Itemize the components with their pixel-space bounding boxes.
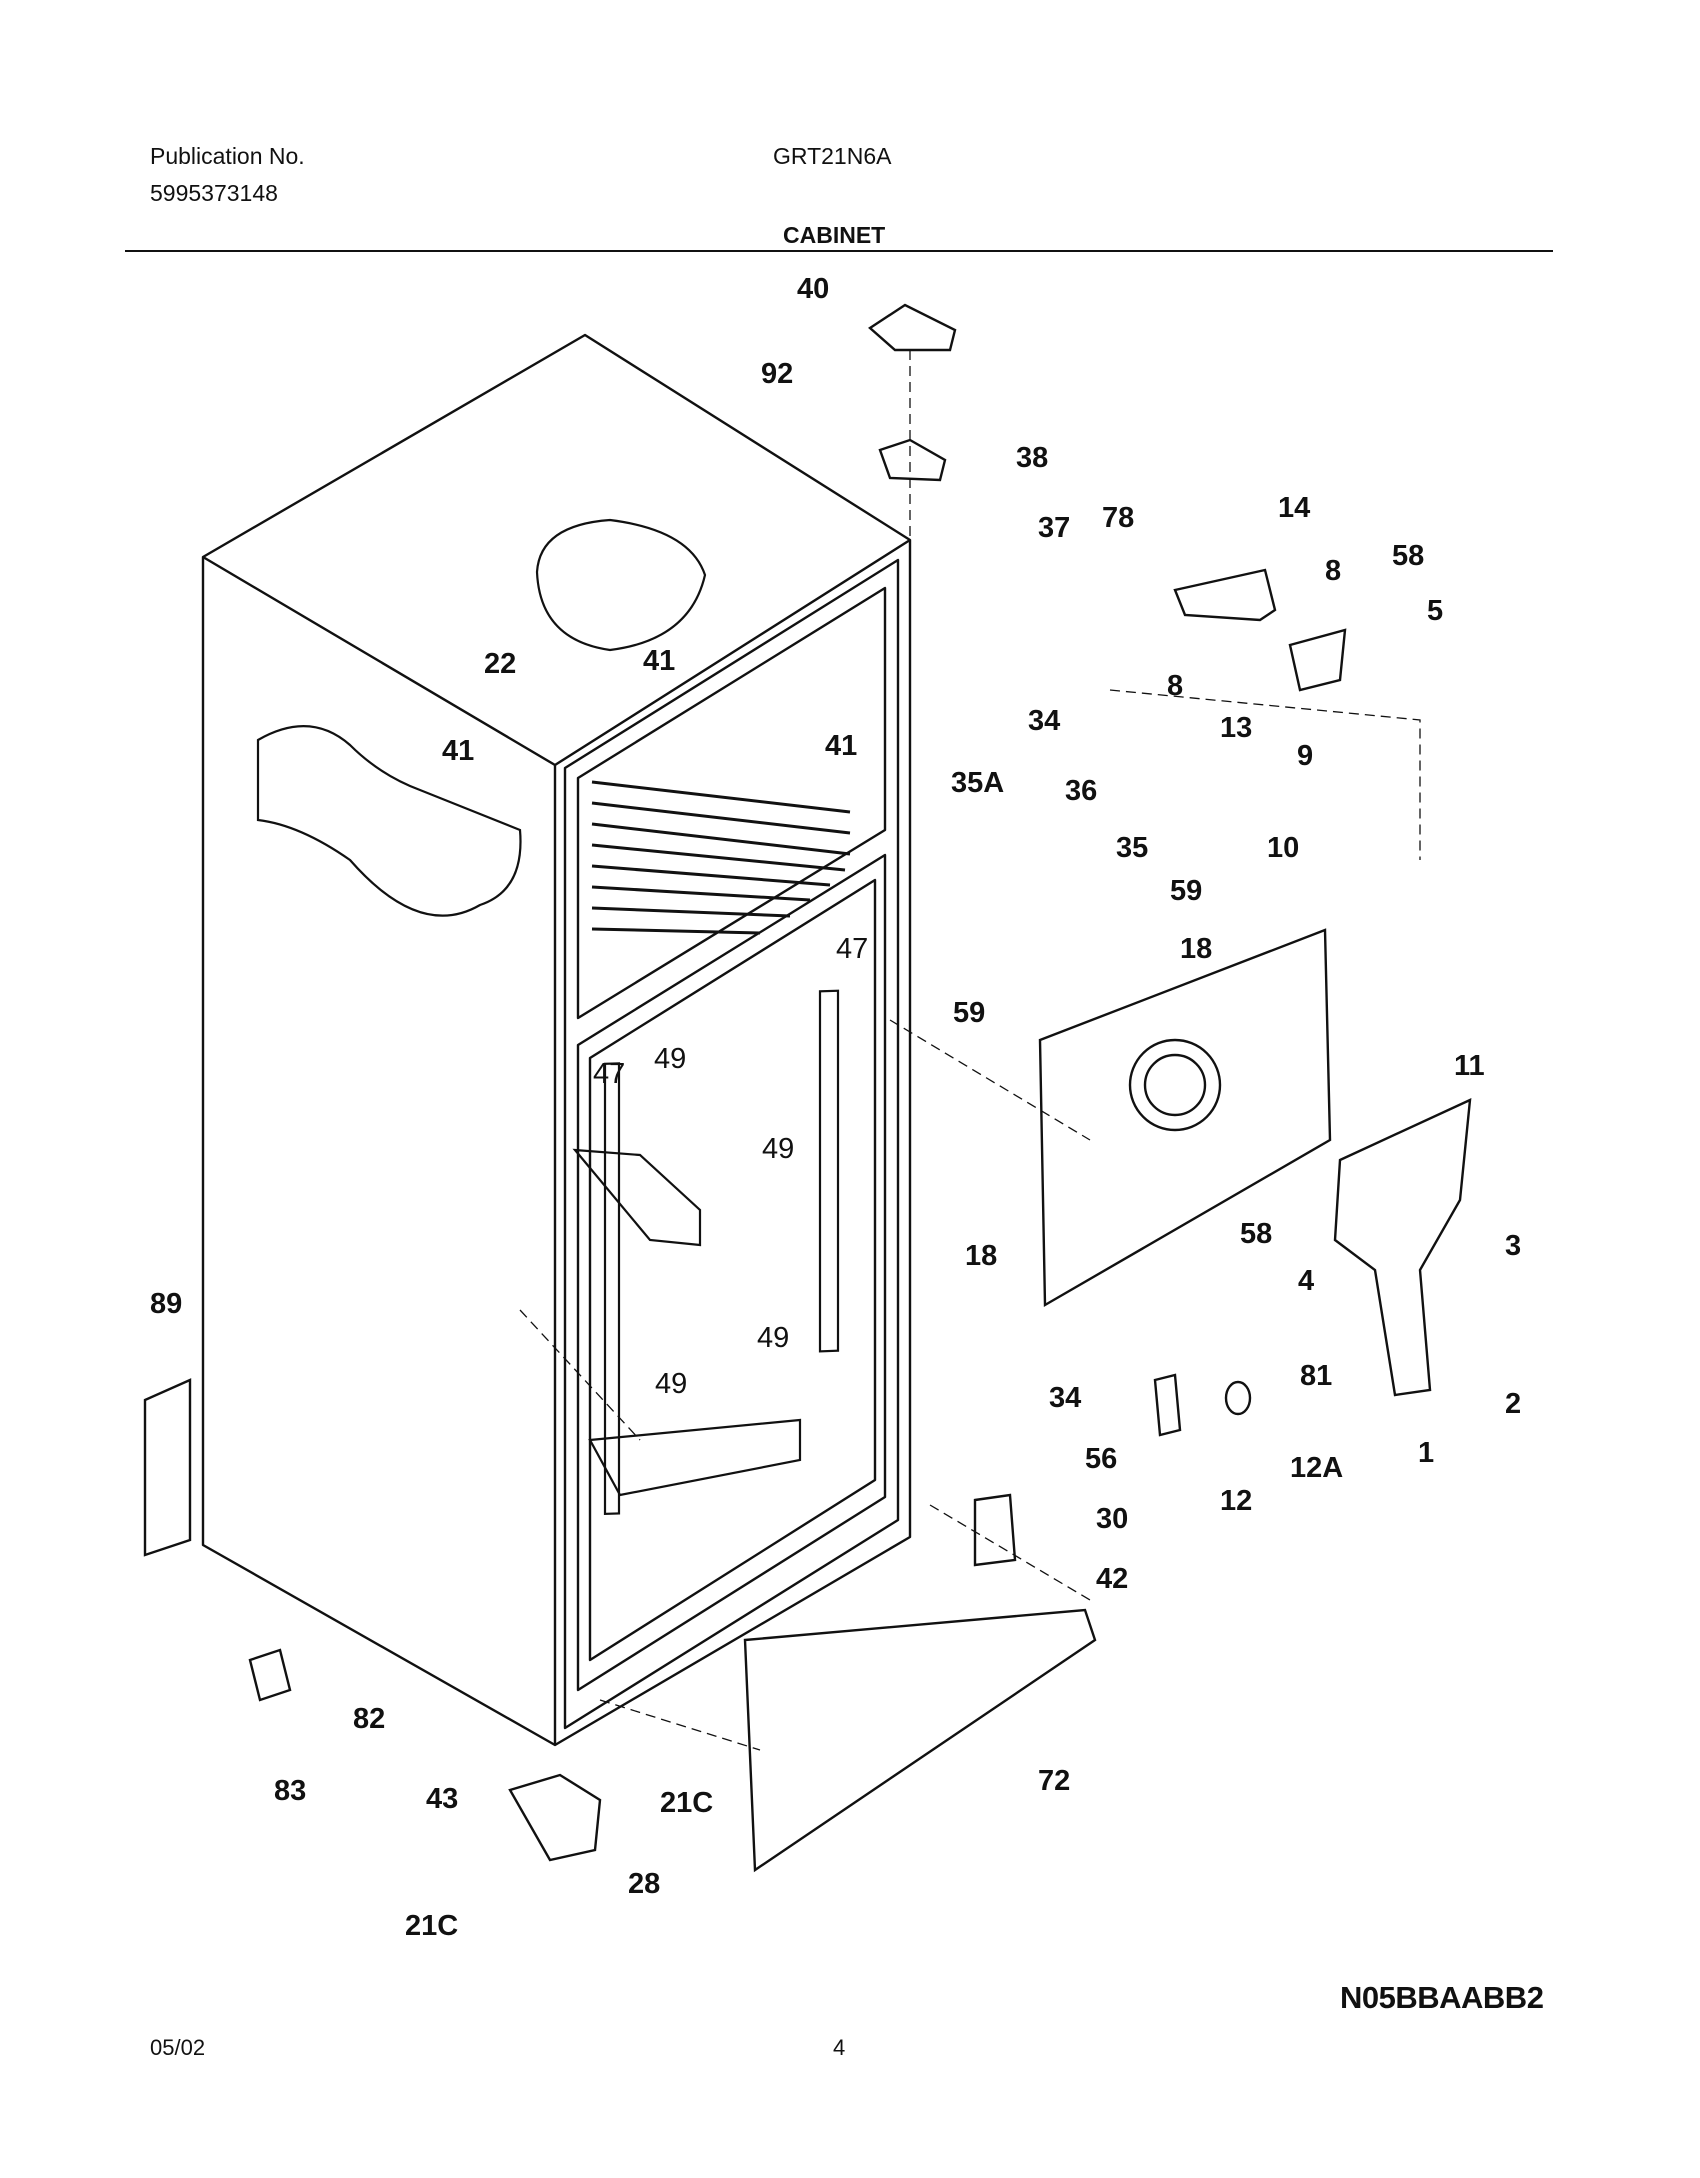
callout-47b: 47 (593, 1058, 625, 1090)
callout-13: 13 (1220, 712, 1252, 744)
callout-56: 56 (1085, 1443, 1117, 1475)
callout-38: 38 (1016, 442, 1048, 474)
callout-40: 40 (797, 273, 829, 305)
callout-42: 42 (1096, 1563, 1128, 1595)
callout-35A: 35A (951, 767, 1004, 799)
callout-41a: 41 (643, 645, 675, 677)
callout-28: 28 (628, 1868, 660, 1900)
callout-8a: 8 (1325, 555, 1341, 587)
publication-label: Publication No. (150, 143, 305, 169)
callout-72: 72 (1038, 1765, 1070, 1797)
evaporator-fins (591, 780, 851, 935)
callout-35: 35 (1116, 832, 1148, 864)
callout-58b: 58 (1240, 1218, 1272, 1250)
callout-58a: 58 (1392, 540, 1424, 572)
shelf-rails (572, 989, 840, 1516)
callout-47a: 47 (836, 933, 868, 965)
callout-49d: 49 (655, 1368, 687, 1400)
callout-9: 9 (1297, 740, 1313, 772)
callout-12A: 12A (1290, 1452, 1343, 1484)
footer-date: 05/02 (150, 2035, 206, 2060)
callout-18b: 18 (965, 1240, 997, 1272)
cabinet-top-details (256, 518, 707, 917)
callout-11: 11 (1454, 1050, 1485, 1082)
callout-49b: 49 (762, 1133, 794, 1165)
callout-81: 81 (1300, 1360, 1332, 1392)
callout-labels: 40 92 38 37 78 14 8 58 5 8 13 9 22 41 41… (150, 273, 1521, 1942)
callout-92: 92 (761, 358, 793, 390)
diagram-code: N05BBAABB2 (1340, 1980, 1544, 2015)
callout-37: 37 (1038, 512, 1070, 544)
callout-22: 22 (484, 648, 516, 680)
section-title: CABINET (783, 222, 886, 248)
callout-82: 82 (353, 1703, 385, 1735)
callout-34b: 34 (1049, 1382, 1081, 1414)
publication-number: 5995373148 (150, 180, 278, 206)
callout-59b: 59 (953, 997, 985, 1029)
callout-21C-a: 21C (660, 1787, 713, 1819)
callout-10: 10 (1267, 832, 1299, 864)
assembly-lines (519, 350, 1421, 1751)
callout-30: 30 (1096, 1503, 1128, 1535)
callout-78: 78 (1102, 502, 1134, 534)
page-number: 4 (833, 2035, 846, 2060)
callout-59a: 59 (1170, 875, 1202, 907)
callout-4: 4 (1298, 1265, 1314, 1297)
callout-5: 5 (1427, 595, 1443, 627)
callout-36: 36 (1065, 775, 1097, 807)
callout-43: 43 (426, 1783, 458, 1815)
model-number: GRT21N6A (773, 143, 892, 169)
callout-18a: 18 (1180, 933, 1212, 965)
header-rule (125, 250, 1553, 252)
callout-41b: 41 (442, 735, 474, 767)
callout-34a: 34 (1028, 705, 1060, 737)
callout-49c: 49 (757, 1322, 789, 1354)
callout-21C-b: 21C (405, 1910, 458, 1942)
callout-1: 1 (1418, 1437, 1434, 1469)
callout-12: 12 (1220, 1485, 1252, 1517)
callout-3: 3 (1505, 1230, 1521, 1262)
cabinet-shell (201, 333, 912, 1747)
callout-41c: 41 (825, 730, 857, 762)
callout-89: 89 (150, 1288, 182, 1320)
callout-2: 2 (1505, 1388, 1521, 1420)
callout-49a: 49 (654, 1043, 686, 1075)
callout-14: 14 (1278, 492, 1310, 524)
callout-83: 83 (274, 1775, 306, 1807)
callout-8b: 8 (1167, 670, 1183, 702)
back-panel-components (143, 303, 1472, 1873)
